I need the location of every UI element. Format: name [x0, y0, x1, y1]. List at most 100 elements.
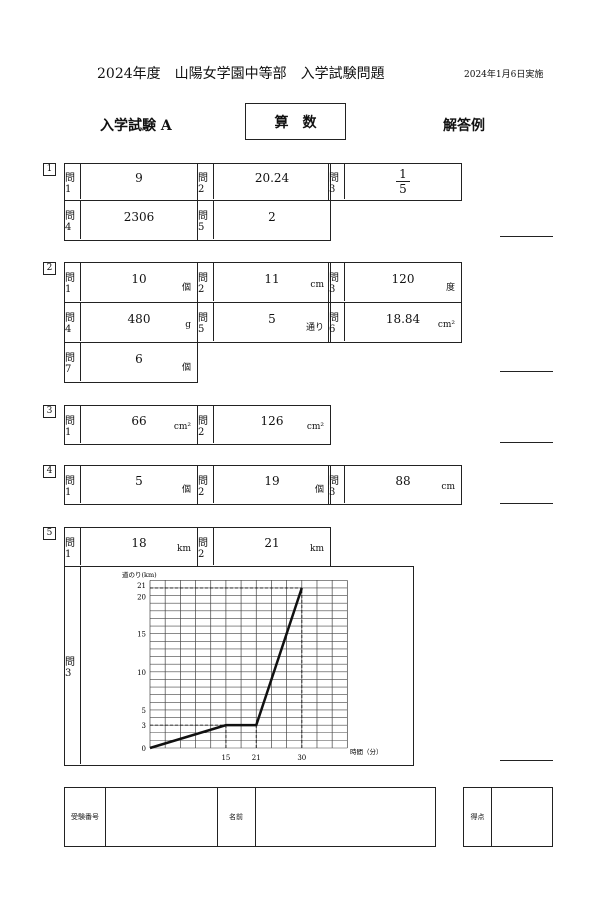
answer-value: 9 [135, 171, 143, 185]
answer-value: 2306 [123, 209, 155, 224]
question-label: 問6 [329, 313, 339, 335]
y-tick-label: 0 [142, 745, 146, 753]
y-tick-label: 21 [137, 582, 146, 590]
question-label: 問1 [65, 537, 75, 560]
section-number: 2 [43, 262, 56, 275]
question-label: 問2 [198, 475, 208, 498]
answer-unit: g [185, 319, 191, 330]
answer-value: 120 [391, 271, 415, 286]
x-tick-label: 30 [297, 754, 306, 762]
answer-value: 18 [131, 536, 147, 550]
name-label: 名前 [229, 813, 243, 821]
answer-value: 66 [131, 414, 147, 428]
question-label: 問5 [198, 313, 208, 335]
answer-value: 20.24 [254, 171, 290, 185]
answer-cell: 問7 6 個 [64, 342, 198, 383]
question-label: 問2 [198, 172, 208, 195]
answer-value: 10 [131, 271, 147, 286]
y-tick-label: 3 [142, 722, 146, 730]
answer-key-label: 解答例 [443, 118, 485, 134]
x-tick-label: 15 [221, 754, 230, 762]
y-axis-label: 道のり(km) [122, 570, 157, 579]
answer-unit: 個 [181, 485, 191, 495]
section-number: 1 [43, 163, 56, 176]
answer-value: 126 [260, 414, 284, 428]
question-label: 問3 [329, 172, 339, 195]
answer-unit: km [177, 544, 191, 554]
question-label: 問7 [65, 353, 75, 375]
answer-unit: cm² [306, 422, 324, 432]
answer-value: 21 [264, 536, 280, 550]
exam-number-label: 受験番号 [71, 813, 99, 821]
answer-cell: 問2 19 個 [197, 465, 331, 505]
exam-date: 2024年1月6日実施 [464, 70, 544, 80]
name-box: 受験番号 名前 [64, 787, 436, 847]
section-number: 5 [43, 527, 56, 540]
subject-box: 算 数 [245, 103, 346, 140]
question-label: 問1 [65, 273, 75, 295]
exam-name: 入学試験 A [100, 118, 172, 134]
answer-value: 5 [135, 474, 143, 488]
numerator: 1 [396, 167, 410, 182]
question-label: 問5 [198, 211, 208, 233]
answer-unit: km [310, 544, 324, 554]
answer-value: 19 [264, 474, 280, 488]
question-label: 問2 [198, 537, 208, 560]
answer-cell: 問6 18.84 cm² [328, 302, 462, 343]
answer-unit: 個 [181, 362, 191, 373]
answer-value: 6 [135, 351, 143, 366]
question-label: 問1 [65, 415, 75, 438]
answer-value: 11 [264, 271, 280, 286]
x-tick-label: 21 [252, 754, 261, 762]
answer-value: 2 [268, 209, 276, 224]
section-number: 3 [43, 405, 56, 418]
answer-value: 480 [127, 311, 151, 326]
answer-line [500, 760, 553, 761]
answer-line [500, 503, 553, 504]
question-label: 問4 [65, 211, 75, 233]
answer-line [500, 236, 553, 237]
answer-unit: cm [441, 482, 455, 492]
y-tick-label: 10 [137, 669, 146, 677]
y-tick-label: 15 [137, 631, 146, 639]
graph-cell: 問3 [64, 566, 414, 766]
answer-line [500, 371, 553, 372]
score-box: 得点 [463, 787, 553, 847]
question-label: 問2 [198, 415, 208, 438]
x-axis-label: 時間（分） [350, 747, 383, 756]
section-number: 4 [43, 465, 56, 478]
question-label: 問1 [65, 475, 75, 498]
y-tick-label: 5 [142, 707, 146, 715]
answer-unit: 個 [181, 282, 191, 293]
answer-cell: 問2 126 cm² [197, 405, 331, 445]
y-tick-label: 20 [137, 594, 146, 602]
page-title: 2024年度 山陽女学園中等部 入学試験問題 [97, 66, 385, 82]
answer-unit: 個 [314, 485, 324, 495]
question-label: 問4 [65, 313, 75, 335]
answer-value: 18.84 [385, 311, 421, 326]
question-label: 問3 [65, 656, 75, 679]
question-label: 問2 [198, 273, 208, 295]
answer-unit: cm [310, 279, 324, 290]
answer-cell: 問5 2 [197, 200, 331, 241]
answer-unit: 度 [445, 282, 455, 293]
answer-unit: cm² [173, 422, 191, 432]
question-label: 問1 [65, 172, 75, 195]
answer-cell: 問1 10 個 [64, 262, 198, 303]
answer-unit: cm² [437, 319, 455, 330]
question-label: 問3 [329, 475, 339, 498]
answer-unit: 通り [305, 322, 324, 333]
question-label: 問3 [329, 273, 339, 295]
answer-cell: 問5 5 通り [197, 302, 331, 343]
answer-line [500, 442, 553, 443]
series-line [149, 587, 303, 750]
answer-cell: 問1 66 cm² [64, 405, 198, 445]
denominator: 5 [399, 182, 407, 196]
score-label: 得点 [470, 813, 485, 821]
answer-value: 5 [268, 311, 276, 326]
